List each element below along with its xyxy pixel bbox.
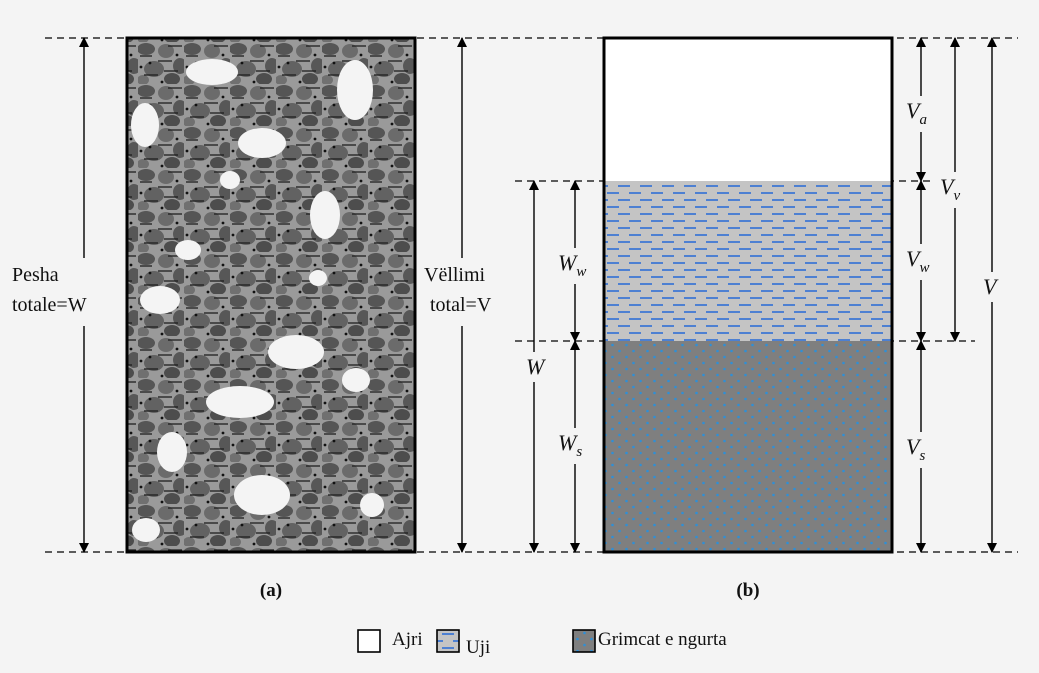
solid-phase bbox=[604, 341, 892, 552]
va-label: Va bbox=[906, 98, 927, 128]
soil-sample-panel-a bbox=[125, 36, 417, 554]
phase-block-border bbox=[602, 36, 894, 554]
air-void bbox=[132, 518, 160, 542]
vw-label: Vw bbox=[906, 246, 929, 276]
weight-label-backdrop bbox=[10, 258, 110, 326]
panel-b-labels: Va Vv Vw Vs V Ww W Ws bbox=[522, 96, 1006, 468]
air-void bbox=[234, 475, 290, 515]
vv-backdrop bbox=[932, 172, 976, 208]
legend-water-swatch bbox=[436, 629, 460, 653]
v-label: V bbox=[983, 274, 999, 299]
air-void bbox=[309, 270, 327, 286]
legend: Ajri Uji Grimcat e ngurta bbox=[357, 629, 727, 658]
panel-a-labels: Pesha totale=W Vëllimi total=V bbox=[10, 258, 509, 326]
caption-a: (a) bbox=[260, 580, 282, 601]
legend-air-label: Ajri bbox=[392, 629, 423, 650]
soil-sample-border bbox=[125, 36, 417, 554]
total-weight-label-line2: totale=W bbox=[12, 294, 87, 316]
air-void bbox=[220, 171, 240, 189]
air-void bbox=[337, 60, 373, 120]
legend-solids-swatch bbox=[572, 629, 596, 653]
total-volume-label-line2: total=V bbox=[430, 294, 492, 316]
water-phase bbox=[604, 181, 892, 341]
legend-air-swatch bbox=[357, 629, 381, 653]
air-void bbox=[342, 368, 370, 392]
air-void bbox=[310, 191, 340, 239]
phase-block-panel-b bbox=[602, 36, 894, 554]
air-voids bbox=[131, 59, 384, 542]
legend-water-label: Uji bbox=[466, 637, 490, 658]
vv-label: Vv bbox=[940, 174, 960, 204]
air-phase bbox=[604, 38, 892, 181]
ww-backdrop bbox=[554, 248, 598, 284]
total-volume-label-line1: Vëllimi bbox=[424, 264, 486, 286]
air-void bbox=[131, 103, 159, 147]
air-void bbox=[268, 335, 324, 369]
ww-label: Ww bbox=[558, 250, 586, 280]
air-void bbox=[140, 286, 180, 314]
air-void bbox=[157, 432, 187, 472]
ws-label: Ws bbox=[558, 430, 582, 460]
v-backdrop bbox=[978, 272, 1006, 302]
w-label: W bbox=[526, 354, 546, 379]
air-void bbox=[238, 128, 286, 158]
total-weight-label-line1: Pesha bbox=[12, 264, 59, 286]
legend-solids-label: Grimcat e ngurta bbox=[598, 629, 727, 650]
ws-backdrop bbox=[554, 428, 594, 464]
va-backdrop bbox=[900, 96, 940, 132]
vs-backdrop bbox=[900, 432, 940, 468]
vw-backdrop bbox=[900, 244, 944, 280]
air-void bbox=[206, 386, 274, 418]
vs-label: Vs bbox=[906, 434, 925, 464]
caption-b: (b) bbox=[736, 580, 759, 601]
w-backdrop bbox=[522, 352, 550, 382]
air-void bbox=[186, 59, 238, 85]
air-void bbox=[360, 493, 384, 517]
volume-label-backdrop bbox=[421, 258, 509, 326]
air-void bbox=[175, 240, 201, 260]
